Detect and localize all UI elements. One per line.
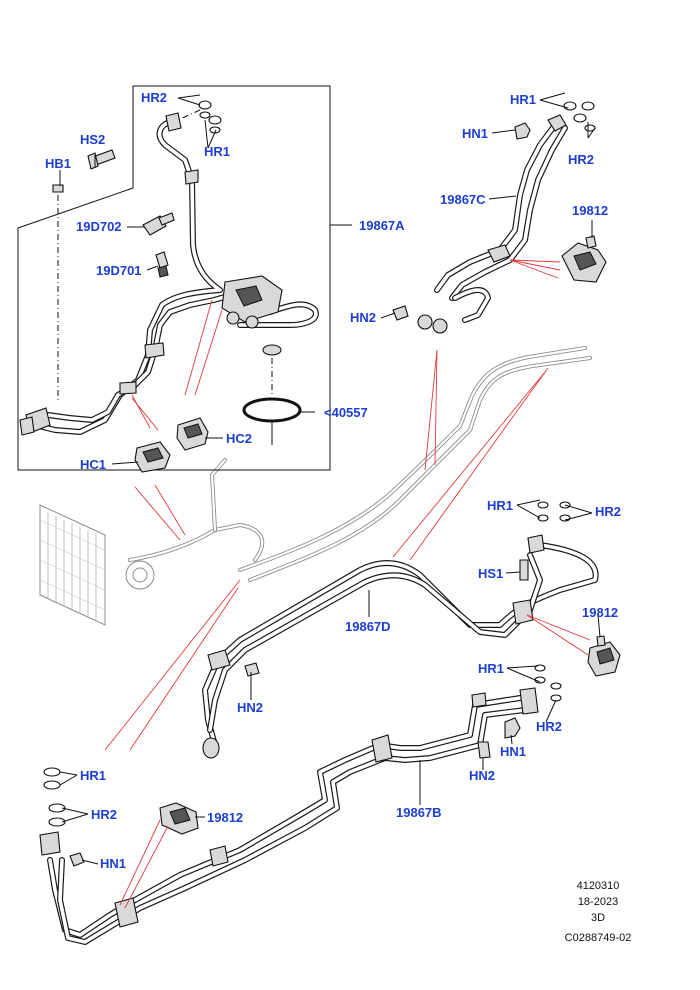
sensor-19d702[interactable] — [142, 212, 175, 236]
label-hr1-b: HR1 — [510, 92, 536, 107]
label-hr1-e: HR1 — [478, 661, 504, 676]
label-hr2-e: HR2 — [536, 719, 562, 734]
reference-footer: 4120310 18-2023 3D C0288749-02 — [565, 880, 632, 944]
nut-hn1-c[interactable] — [514, 122, 531, 140]
pipe-19867b[interactable] — [39, 687, 539, 945]
nut-hn2-c[interactable] — [392, 305, 409, 321]
footer-date: 18-2023 — [578, 896, 618, 908]
footer-ref: C0288749-02 — [565, 932, 632, 944]
label-hn1-b: HN1 — [462, 126, 488, 141]
clip-hc1[interactable] — [134, 441, 171, 473]
label-19d702: 19D702 — [76, 219, 122, 234]
assembly-19867a-frame — [17, 85, 352, 471]
label-hc1: HC1 — [80, 457, 106, 472]
label-hr1-a: HR1 — [204, 144, 230, 159]
callout-lines — [104, 259, 591, 909]
label-40557: <40557 — [324, 405, 368, 420]
label-hn1-e: HN1 — [500, 744, 526, 759]
background-pipe-run — [128, 346, 592, 582]
pipe-19867c[interactable] — [417, 114, 568, 334]
label-hn2-c: HN2 — [350, 310, 376, 325]
bolt-hs1[interactable] — [519, 559, 529, 581]
label-19867a: 19867A — [359, 218, 405, 233]
label-hr1-f: HR1 — [80, 768, 106, 783]
o-rings-hr1-hr2-a — [177, 100, 222, 134]
label-hs2: HS2 — [80, 132, 105, 147]
nut-hn2-e[interactable] — [477, 741, 491, 759]
label-hb1: HB1 — [45, 156, 71, 171]
nut-hn1-e[interactable] — [504, 717, 521, 739]
label-hn2-d: HN2 — [237, 700, 263, 715]
label-hr2-b: HR2 — [568, 152, 594, 167]
footer-view: 3D — [591, 912, 605, 924]
bolt-hs2[interactable] — [87, 149, 116, 170]
label-hn1-f: HN1 — [100, 856, 126, 871]
nut-hn1-f[interactable] — [69, 852, 85, 867]
label-hn2-e: HN2 — [469, 768, 495, 783]
clip-hc2[interactable] — [176, 417, 209, 451]
sensor-19812-d[interactable] — [587, 635, 621, 677]
footer-code: 4120310 — [577, 880, 620, 892]
condenser-ghost — [39, 504, 155, 626]
pipe-19867d[interactable] — [202, 534, 599, 759]
label-hr2-d: HR2 — [595, 504, 621, 519]
label-19812-f: 19812 — [207, 810, 243, 825]
label-19812-b: 19812 — [572, 203, 608, 218]
o-rings-hr1-hr2-e — [534, 664, 562, 702]
label-hs1: HS1 — [478, 566, 503, 581]
o-rings-hr1-hr2-c — [563, 101, 596, 132]
sensor-19812-c[interactable] — [561, 235, 607, 283]
bolt-hb1[interactable] — [52, 184, 64, 400]
o-rings-hr1-hr2-d — [537, 501, 571, 522]
label-19867d: 19867D — [345, 619, 391, 634]
label-19d701: 19D701 — [96, 263, 142, 278]
labels: HR2 HR1 HS2 HB1 19D702 19D701 19867A <40… — [45, 90, 621, 871]
label-19867b: 19867B — [396, 805, 442, 820]
label-hc2: HC2 — [226, 431, 252, 446]
label-19867c: 19867C — [440, 192, 486, 207]
label-19812-d: 19812 — [582, 605, 618, 620]
pipe-19867a[interactable] — [19, 112, 319, 445]
label-hr2-f: HR2 — [91, 807, 117, 822]
label-hr1-d: HR1 — [487, 498, 513, 513]
o-rings-hr1-hr2-f — [43, 767, 66, 827]
nut-hn2-d[interactable] — [244, 662, 260, 677]
sensor-19812-f[interactable] — [159, 802, 199, 835]
label-hr2-a: HR2 — [141, 90, 167, 105]
pressure-sensor-19d701[interactable] — [155, 251, 169, 278]
leader-lines — [59, 92, 601, 865]
